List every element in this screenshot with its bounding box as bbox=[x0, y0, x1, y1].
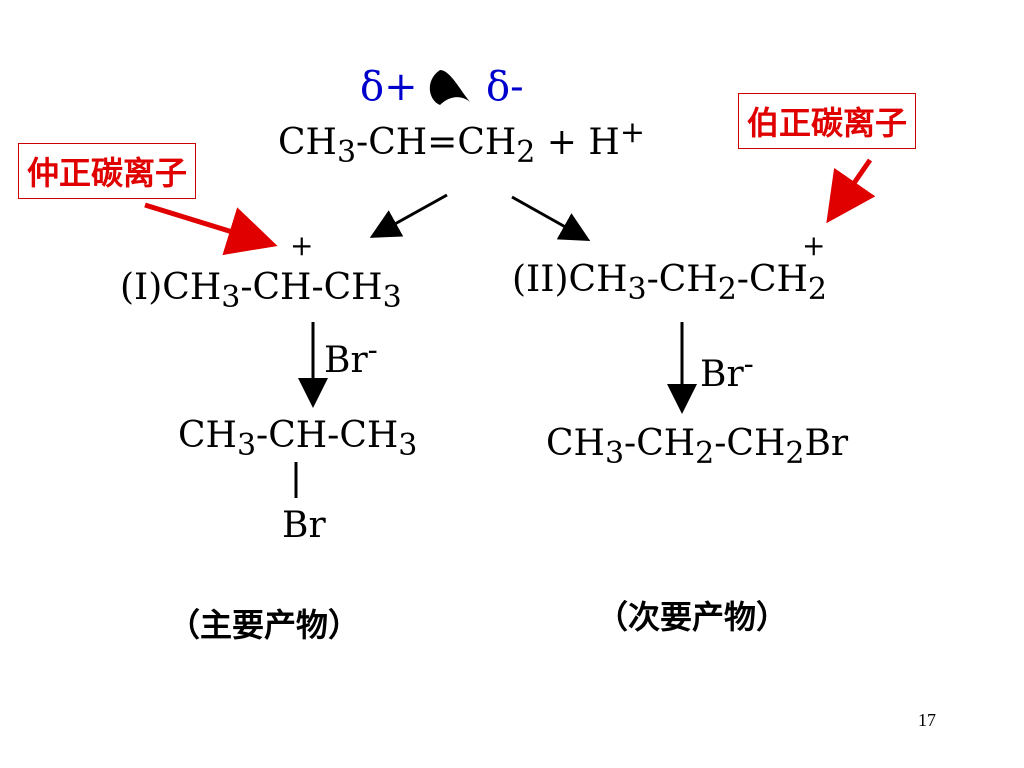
bromide-left: Br- bbox=[324, 333, 378, 381]
delta-minus-label: δ- bbox=[486, 64, 524, 110]
reactant-propene: CH3-CH=CH2 + H+ bbox=[278, 115, 645, 170]
primary-carbocation-label: 伯正碳离子 bbox=[738, 93, 917, 149]
major-product-label: （主要产物） bbox=[168, 606, 361, 644]
delta-plus-label: δ+ bbox=[360, 64, 418, 110]
arrow-to-cation-I bbox=[369, 193, 448, 238]
cation-I: (I)CH3-CH-CH3 bbox=[120, 267, 402, 315]
electron-shift-arrow bbox=[429, 70, 470, 105]
secondary-carbocation-label: 仲正碳离子 bbox=[18, 143, 197, 199]
cation-II-charge: + bbox=[802, 229, 826, 262]
red-arrow-secondary bbox=[144, 202, 278, 256]
product-2-bromopropane: CH3-CH-CH3 bbox=[178, 415, 418, 463]
minor-product-label: （次要产物） bbox=[596, 598, 789, 636]
product-1-bromopropane: CH3-CH2-CH2Br bbox=[546, 423, 849, 471]
bromide-right: Br- bbox=[700, 347, 754, 395]
cation-II: (II)CH3-CH2-CH2 bbox=[512, 259, 827, 307]
product-I-bromine: Br bbox=[282, 505, 326, 546]
red-arrow-primary bbox=[826, 158, 876, 224]
page-number: 17 bbox=[918, 710, 936, 730]
cation-I-charge: + bbox=[290, 229, 314, 262]
arrow-to-cation-II bbox=[511, 195, 591, 241]
